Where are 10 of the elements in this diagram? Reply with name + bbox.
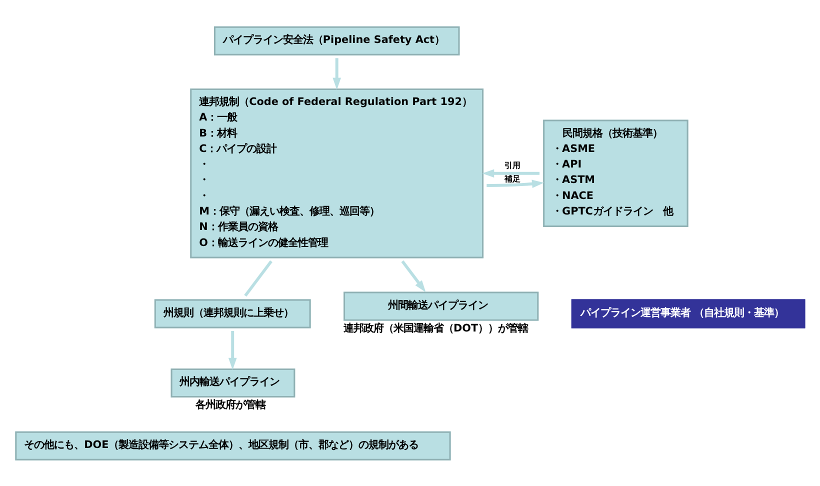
arrow <box>228 330 237 370</box>
node-label: 連邦政府（米国運輸省（DOT））が管轄 <box>344 322 528 334</box>
edge-label: 補足 <box>504 173 521 184</box>
connector <box>244 260 272 297</box>
arrow <box>332 58 342 90</box>
arrow <box>482 169 540 178</box>
node-label: 各州政府が管轄 <box>196 399 266 412</box>
edge-label: 引用 <box>504 160 521 170</box>
arrow <box>401 260 426 292</box>
arrow <box>486 180 544 188</box>
